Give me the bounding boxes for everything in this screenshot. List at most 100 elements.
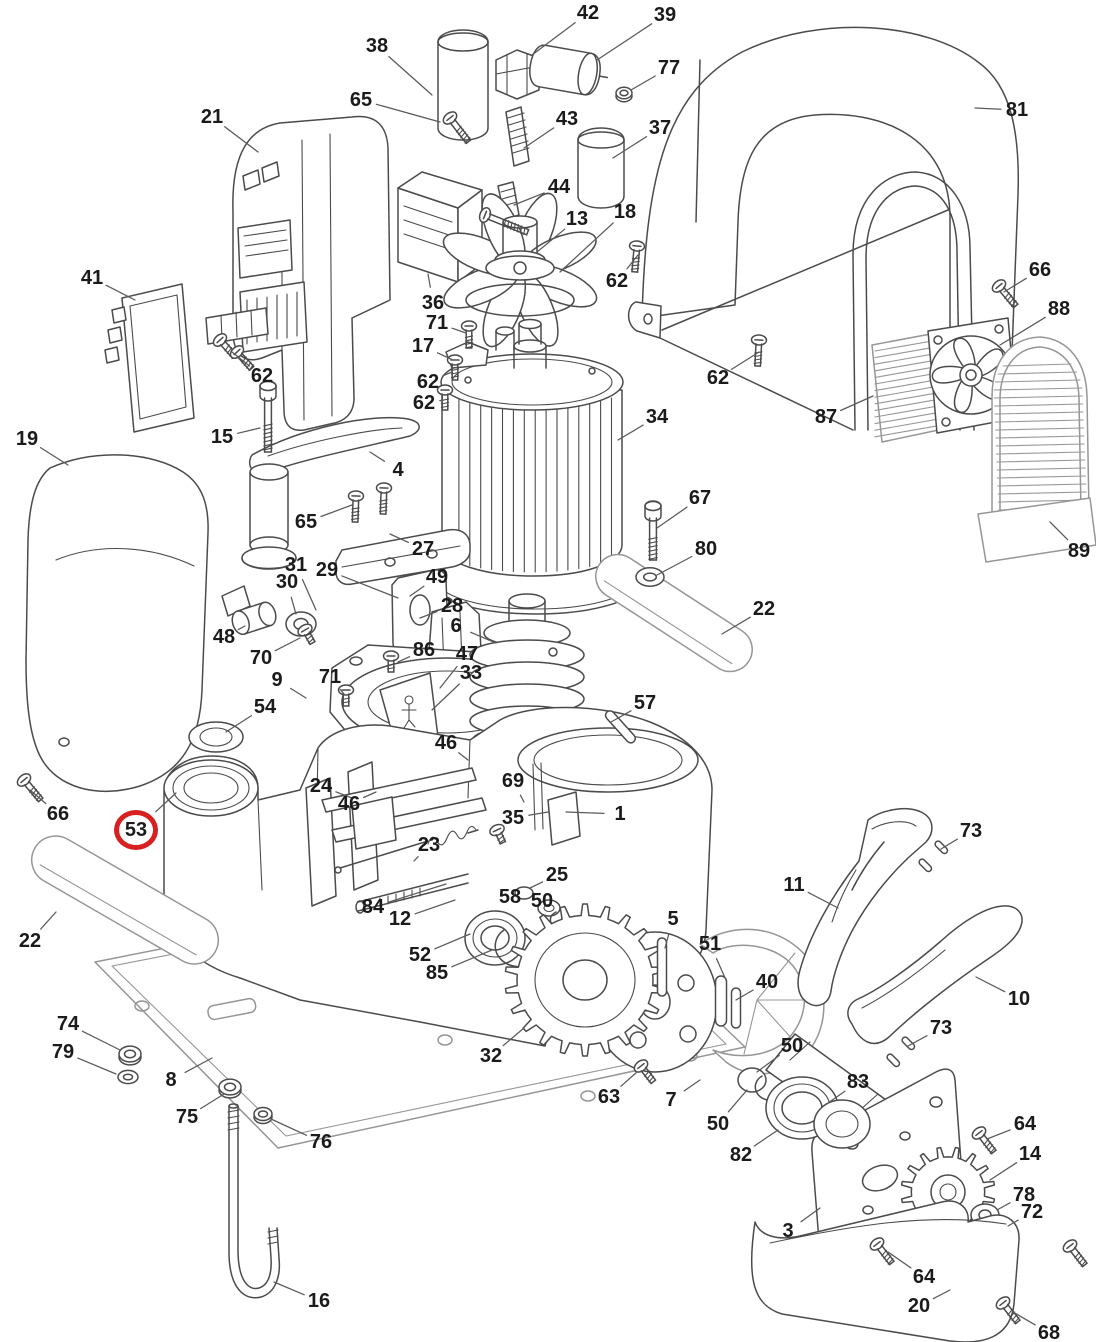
part-label-66[interactable]: 66 (1028, 259, 1052, 281)
part-label-24[interactable]: 24 (309, 775, 333, 797)
part-label-42[interactable]: 42 (576, 2, 600, 24)
part-label-74[interactable]: 74 (56, 1013, 80, 1035)
part-label-77[interactable]: 77 (657, 57, 681, 79)
part-label-58[interactable]: 58 (498, 886, 522, 908)
part-label-36[interactable]: 36 (421, 292, 445, 314)
part-label-6[interactable]: 6 (450, 615, 462, 637)
part-label-39[interactable]: 39 (653, 4, 677, 26)
part-label-66[interactable]: 66 (46, 803, 70, 825)
housing-door-cover (25, 454, 209, 793)
part-label-46[interactable]: 46 (337, 793, 361, 815)
part-label-50[interactable]: 50 (706, 1113, 730, 1135)
part-label-72[interactable]: 72 (1020, 1201, 1044, 1223)
heatsink-plate (104, 283, 195, 433)
part-label-87[interactable]: 87 (814, 406, 838, 428)
part-label-50[interactable]: 50 (530, 890, 554, 912)
part-label-18[interactable]: 18 (613, 201, 637, 223)
part-label-89[interactable]: 89 (1067, 540, 1091, 562)
part-label-7[interactable]: 7 (665, 1089, 677, 1111)
part-label-62[interactable]: 62 (706, 367, 730, 389)
part-label-78[interactable]: 78 (1012, 1184, 1036, 1206)
part-label-8[interactable]: 8 (165, 1069, 177, 1091)
part-label-16[interactable]: 16 (307, 1290, 331, 1312)
part-label-15[interactable]: 15 (210, 426, 234, 448)
part-label-65[interactable]: 65 (294, 511, 318, 533)
part-label-73[interactable]: 73 (929, 1017, 953, 1039)
part-label-68[interactable]: 68 (1037, 1322, 1061, 1342)
part-label-43[interactable]: 43 (555, 108, 579, 130)
part-label-48[interactable]: 48 (212, 626, 236, 648)
part-label-1[interactable]: 1 (614, 803, 626, 825)
part-label-38[interactable]: 38 (365, 35, 389, 57)
part-label-52[interactable]: 52 (408, 944, 432, 966)
part-label-76[interactable]: 76 (309, 1131, 333, 1153)
part-label-33[interactable]: 33 (459, 662, 483, 684)
part-label-81[interactable]: 81 (1005, 99, 1029, 121)
part-label-10[interactable]: 10 (1007, 988, 1031, 1010)
part-label-19[interactable]: 19 (15, 428, 39, 450)
part-label-11[interactable]: 11 (783, 874, 805, 896)
highlighted-part-label-53[interactable]: 53 (114, 810, 158, 850)
part-label-13[interactable]: 13 (565, 208, 589, 230)
part-label-62[interactable]: 62 (412, 392, 436, 414)
part-label-69[interactable]: 69 (501, 770, 525, 792)
part-label-83[interactable]: 83 (846, 1071, 870, 1093)
part-label-28[interactable]: 28 (440, 595, 464, 617)
part-label-86[interactable]: 86 (412, 639, 436, 661)
part-label-22[interactable]: 22 (18, 930, 42, 952)
part-label-29[interactable]: 29 (315, 559, 339, 581)
part-label-47[interactable]: 47 (455, 643, 479, 665)
part-label-30[interactable]: 30 (275, 571, 299, 593)
part-label-70[interactable]: 70 (249, 647, 273, 669)
part-label-50[interactable]: 50 (780, 1035, 804, 1057)
part-label-62[interactable]: 62 (250, 365, 274, 387)
part-label-85[interactable]: 85 (425, 962, 449, 984)
ball-bearing-rear (737, 1067, 871, 1149)
part-label-71[interactable]: 71 (318, 666, 342, 688)
part-label-57[interactable]: 57 (633, 692, 657, 714)
part-label-3[interactable]: 3 (782, 1220, 794, 1242)
part-label-4[interactable]: 4 (392, 459, 404, 481)
part-label-62[interactable]: 62 (605, 270, 629, 292)
part-label-67[interactable]: 67 (688, 487, 712, 509)
part-label-88[interactable]: 88 (1047, 298, 1071, 320)
part-label-23[interactable]: 23 (417, 834, 441, 856)
part-label-27[interactable]: 27 (411, 538, 435, 560)
part-label-63[interactable]: 63 (597, 1086, 621, 1108)
part-label-71[interactable]: 71 (425, 312, 449, 334)
part-label-80[interactable]: 80 (694, 538, 718, 560)
part-label-20[interactable]: 20 (907, 1295, 931, 1317)
part-label-84[interactable]: 84 (361, 896, 385, 918)
part-label-25[interactable]: 25 (545, 864, 569, 886)
part-label-64[interactable]: 64 (1013, 1113, 1037, 1135)
part-label-31[interactable]: 31 (284, 554, 308, 576)
part-label-9[interactable]: 9 (271, 669, 283, 691)
part-label-17[interactable]: 17 (411, 335, 435, 357)
part-label-82[interactable]: 82 (729, 1144, 753, 1166)
part-label-32[interactable]: 32 (479, 1045, 503, 1067)
part-label-44[interactable]: 44 (547, 176, 571, 198)
part-label-51[interactable]: 51 (698, 933, 722, 955)
part-label-46[interactable]: 46 (434, 732, 458, 754)
part-label-34[interactable]: 34 (645, 406, 669, 428)
part-label-49[interactable]: 49 (425, 566, 449, 588)
part-label-65[interactable]: 65 (349, 89, 373, 111)
nut-icon (118, 1045, 142, 1066)
part-label-40[interactable]: 40 (755, 971, 779, 993)
part-label-54[interactable]: 54 (253, 696, 277, 718)
part-label-73[interactable]: 73 (959, 820, 983, 842)
part-label-22[interactable]: 22 (752, 598, 776, 620)
part-label-5[interactable]: 5 (667, 908, 679, 930)
part-label-41[interactable]: 41 (80, 267, 104, 289)
part-label-64[interactable]: 64 (912, 1266, 936, 1288)
part-label-21[interactable]: 21 (200, 106, 224, 128)
part-label-12[interactable]: 12 (388, 908, 412, 930)
part-label-37[interactable]: 37 (648, 117, 672, 139)
part-label-14[interactable]: 14 (1018, 1143, 1042, 1165)
part-label-75[interactable]: 75 (175, 1106, 199, 1128)
part-label-62[interactable]: 62 (416, 371, 440, 393)
part-label-35[interactable]: 35 (501, 807, 525, 829)
bumper-right (595, 553, 753, 673)
screw-icon (375, 482, 393, 515)
part-label-79[interactable]: 79 (51, 1041, 75, 1063)
